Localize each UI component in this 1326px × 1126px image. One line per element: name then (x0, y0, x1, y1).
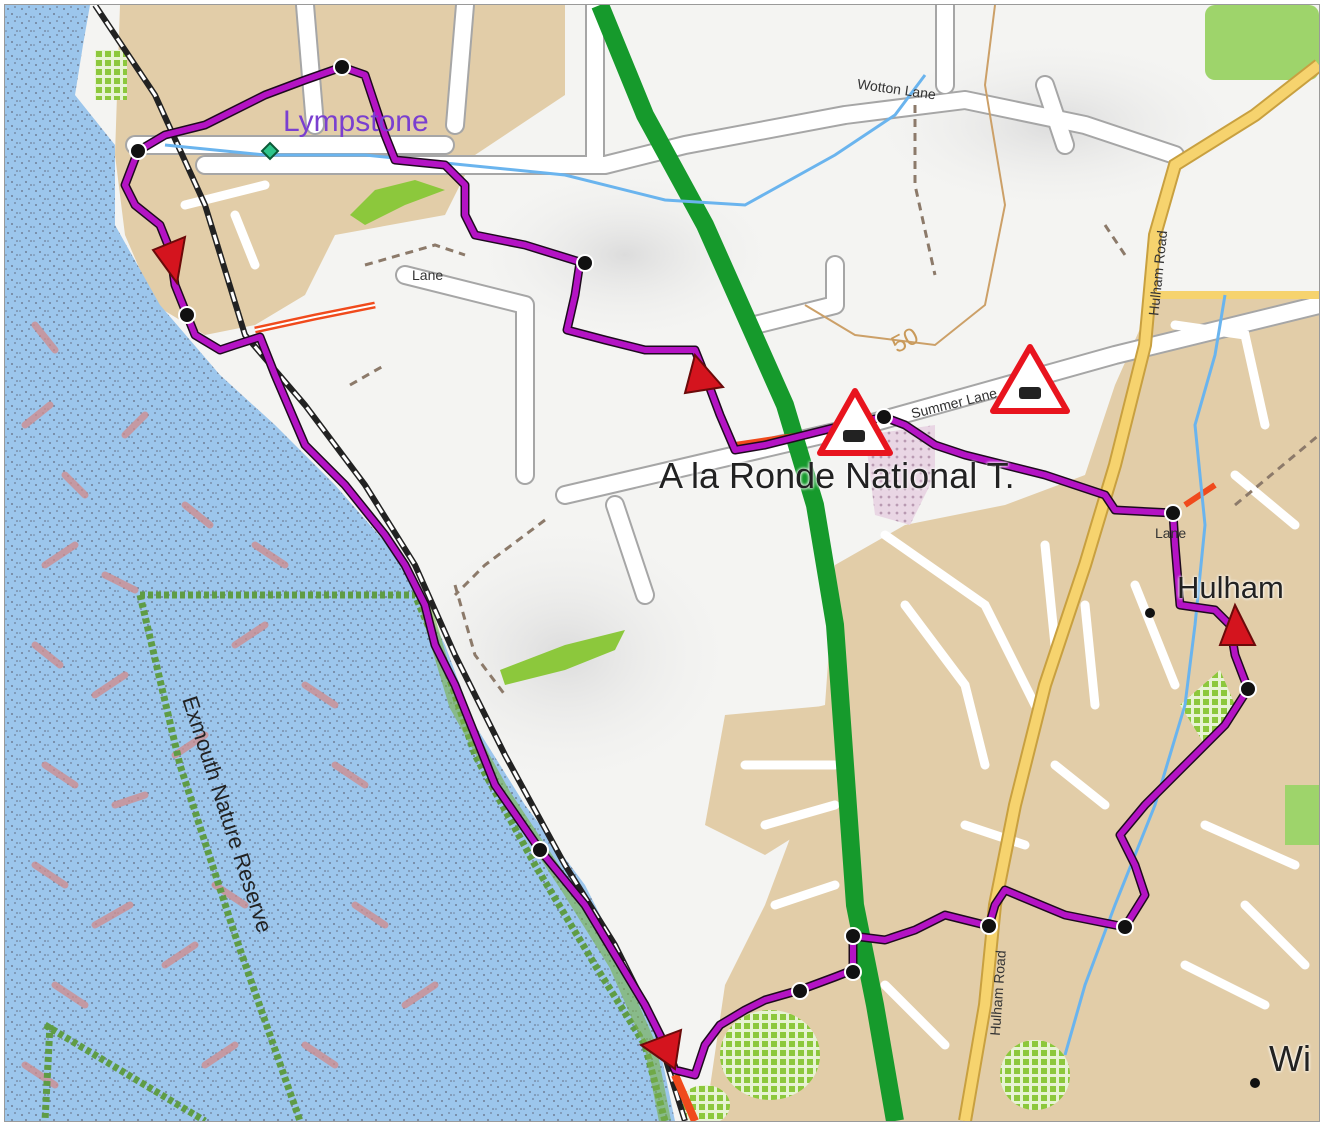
waypoint (844, 927, 862, 945)
waypoint (1116, 918, 1134, 936)
waypoint (129, 142, 147, 160)
parks (95, 50, 1235, 1121)
waypoint (333, 58, 351, 76)
estuary-water (5, 5, 675, 1121)
residential-streets (180, 180, 1310, 1050)
waypoint (576, 254, 594, 272)
map-viewport[interactable]: Lympstone A la Ronde National T. Hulham … (4, 4, 1320, 1122)
waypoint (980, 917, 998, 935)
place-label-a-la-ronde: A la Ronde National T. (659, 455, 1015, 496)
waypoint (791, 982, 809, 1000)
green-patch (350, 180, 445, 225)
warning-triangle-car-icon (817, 344, 1070, 456)
waypoint (178, 306, 196, 324)
red-direction-arrow-icon (151, 235, 1257, 1071)
road-label-lane: Lane (412, 267, 444, 283)
place-label-lympstone: Lympstone (283, 105, 429, 138)
green-diamond-icon (260, 141, 280, 161)
route-waypoints (129, 58, 1257, 1000)
road-label-lane: Lane (1155, 525, 1187, 541)
nature-reserve-boundary (41, 591, 669, 1121)
waypoint (875, 408, 893, 426)
waypoint (531, 841, 549, 859)
poi-dot (1145, 608, 1155, 618)
waypoint (1164, 504, 1182, 522)
place-label-wi: Wi (1269, 1038, 1311, 1079)
streams (164, 74, 1227, 1056)
waypoint (844, 963, 862, 981)
waypoint (1239, 680, 1257, 698)
place-label-hulham: Hulham (1177, 570, 1284, 605)
map-canvas[interactable] (5, 5, 1319, 1121)
poi-dot (1250, 1078, 1260, 1088)
marsh-marks (21, 321, 439, 1089)
footpaths (349, 105, 1319, 696)
